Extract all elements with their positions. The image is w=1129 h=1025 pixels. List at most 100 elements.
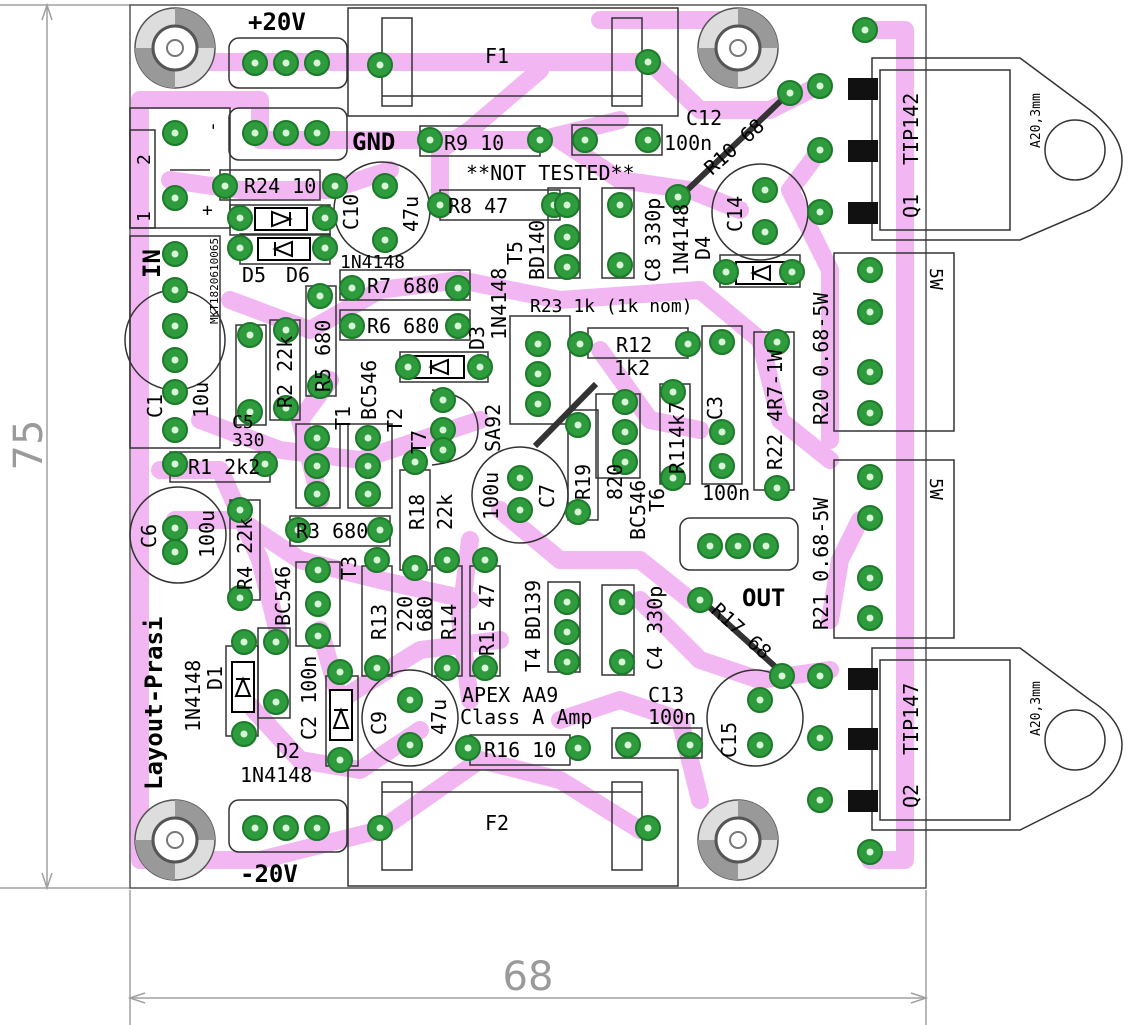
pad-drill-hole — [696, 596, 704, 604]
pad-drill-hole — [364, 434, 372, 442]
pad-drill-hole — [616, 201, 624, 209]
c9-value-label: 47u — [427, 699, 451, 735]
pad-drill-hole — [761, 186, 769, 194]
r18-value-label: 22k — [433, 494, 457, 530]
pad-drill-hole — [481, 664, 489, 672]
in-minus-label: - — [202, 121, 223, 132]
pad-drill-hole — [621, 458, 629, 466]
pad-drill-hole — [376, 526, 384, 534]
c5-value-label: 330 — [232, 430, 265, 451]
pad-drill-hole — [313, 59, 321, 67]
d5-label: D5 — [242, 263, 266, 287]
pad-drill-hole — [563, 233, 571, 241]
c9-label: C9 — [367, 711, 391, 735]
pad-drill-hole — [282, 824, 290, 832]
r16-label: R16 10 — [484, 738, 556, 762]
pad-drill-hole — [313, 462, 321, 470]
pad-drill-hole — [861, 26, 869, 34]
c7-label: C7 — [535, 484, 559, 508]
pad-drill-hole — [866, 614, 874, 622]
pad-drill-hole — [240, 730, 248, 738]
pad-drill-hole — [381, 182, 389, 190]
fuse-f1-label: F1 — [485, 44, 509, 68]
r18-label: R18 — [405, 494, 429, 530]
pad-drill-hole — [866, 368, 874, 376]
r9-label: R9 10 — [444, 131, 504, 155]
d2-label: D2 — [276, 739, 300, 763]
pad-drill-hole — [439, 446, 447, 454]
c13-label: C13 — [648, 683, 684, 707]
pad-drill-hole — [439, 396, 447, 404]
d1-label: D1 — [203, 666, 227, 690]
t3-label: T3 — [337, 556, 361, 580]
pad-drill-hole — [336, 756, 344, 764]
heatsink2-note: A20,3mm — [1029, 681, 1044, 736]
t5-label: T5 — [503, 241, 527, 265]
d1-type-label: 1N4148 — [181, 660, 205, 732]
pad-drill-hole — [316, 292, 324, 300]
pad-drill-hole — [171, 426, 179, 434]
r23-label: R23 1k (1k nom) — [530, 296, 693, 317]
dimension-lines — [0, 2, 929, 1025]
r20-watt-label: 5W — [925, 268, 946, 290]
d6-label: D6 — [286, 263, 310, 287]
pad-drill-hole — [718, 462, 726, 470]
pad-drill-hole — [171, 194, 179, 202]
pad-drill-hole — [411, 564, 419, 572]
mounting-hole-top-left — [134, 7, 216, 89]
in-pin1-label: 1 — [134, 211, 155, 222]
gnd-label: GND — [352, 128, 395, 156]
mounting-hole-bottom-right — [697, 799, 779, 881]
pad-drill-hole — [621, 398, 629, 406]
pad-drill-hole — [376, 824, 384, 832]
pad-drill-hole — [348, 322, 356, 330]
t2-label: T2 — [383, 408, 407, 432]
pad-drill-hole — [534, 400, 542, 408]
pad-drill-hole — [171, 388, 179, 396]
pad-drill-hole — [722, 268, 730, 276]
t7-label: T7 — [407, 430, 431, 454]
pad-drill-hole — [454, 322, 462, 330]
q2-type-label: TIP147 — [899, 683, 923, 755]
r14-label: R14 — [437, 604, 461, 640]
pad-drill-hole — [313, 434, 321, 442]
minus20v-label: -20V — [240, 860, 298, 888]
pad-drill-hole — [718, 428, 726, 436]
pad-drill-hole — [236, 214, 244, 222]
r21-label: R21 0.68-5W — [809, 497, 833, 630]
pad-drill-hole — [563, 201, 571, 209]
pad-drill-hole — [476, 363, 484, 371]
r24-label: R24 10 — [244, 174, 316, 198]
c1-value-label: 10u — [189, 382, 213, 418]
t6-type-label: BC546 — [626, 480, 650, 540]
pad-drill-hole — [563, 598, 571, 606]
t1-label: T1 — [331, 406, 355, 430]
pad-drill-hole — [282, 129, 290, 137]
pad-drill-hole — [616, 261, 624, 269]
pad-drill-hole — [464, 744, 472, 752]
diode-symbols — [231, 207, 787, 741]
pad-drill-hole — [404, 363, 412, 371]
in-label: IN — [138, 249, 166, 278]
pad-drill-hole — [866, 848, 874, 856]
pad-drill-hole — [563, 263, 571, 271]
r13-label: R13 — [367, 604, 391, 640]
in-pin2-label: 2 — [134, 154, 155, 165]
pad-drill-hole — [618, 598, 626, 606]
out-label: OUT — [742, 584, 785, 612]
pad-drill-hole — [246, 408, 254, 416]
t3-type-label: BC546 — [271, 566, 295, 626]
c3-label: C3 — [703, 396, 727, 420]
pad-drill-hole — [251, 59, 259, 67]
c8-label: C8 330p — [641, 198, 665, 282]
pad-drill-hole — [221, 182, 229, 190]
pad-drill-hole — [866, 574, 874, 582]
pad-drill-hole — [516, 474, 524, 482]
pad-drill-hole — [454, 284, 462, 292]
pad-drill-hole — [576, 340, 584, 348]
pad-drill-hole — [624, 741, 632, 749]
c2-label: C2 100n — [297, 656, 321, 740]
pad-drill-hole — [240, 638, 248, 646]
c6-label: C6 — [137, 524, 161, 548]
pad-drill-hole — [773, 338, 781, 346]
